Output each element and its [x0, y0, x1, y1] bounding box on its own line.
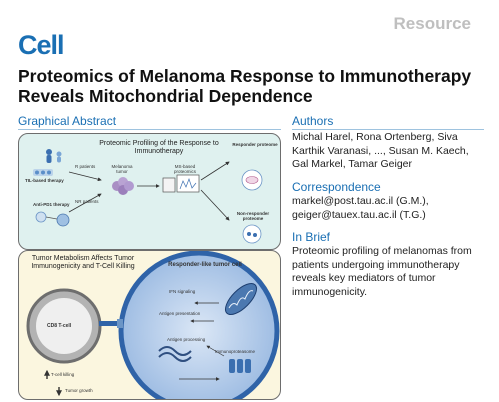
top-panel-title: Proteomic Profiling of the Response to I… [99, 140, 219, 155]
tumor-cell-icon [118, 251, 280, 399]
proteomic-profiling-panel: Proteomic Profiling of the Response to I… [18, 133, 281, 250]
patients-icon [46, 149, 62, 163]
anti-pd1-label: Anti-PD1 therapy [33, 202, 70, 207]
nr-patients-label: NR patients [75, 199, 99, 204]
responder-proteome-icon [241, 169, 263, 191]
antigen-presentation-label: Antigen presentation [159, 311, 201, 316]
cd8-t-cell-label: CD8 T-cell [47, 323, 72, 329]
til-therapy-label: TIL-based therapy [25, 178, 64, 183]
article-type-label: Resource [393, 14, 471, 33]
t-cell-killing-label: T-cell killing [51, 372, 75, 377]
responder-proteome-label: Responder proteome [232, 142, 278, 147]
mhc-icon [117, 319, 123, 328]
antigen-processing-label: Antigen processing [167, 337, 206, 342]
section-divider [18, 129, 281, 130]
section-divider [292, 129, 484, 130]
mitochondrion-icon [224, 282, 258, 316]
graphical-abstract-heading: Graphical Abstract [18, 114, 117, 128]
melanoma-tumor-label: Melanoma tumor [111, 164, 133, 174]
ifn-signaling-label: IFN signaling [169, 289, 196, 294]
melanoma-tumor-icon [112, 177, 134, 195]
in-brief-text: Proteomic profiling of melanomas from pa… [292, 245, 472, 298]
immunoproteasome-icon [229, 359, 251, 373]
correspondence-heading: Correspondence [292, 180, 381, 194]
article-title: Proteomics of Melanoma Response to Immun… [18, 66, 472, 106]
anti-pd1-cells-icon [35, 211, 70, 227]
ms-proteomics-label: MS-based proteomics [173, 164, 196, 174]
bottom-panel-title: Tumor Metabolism Affects Tumor Immunogen… [31, 255, 135, 270]
profiling-diagram [33, 149, 263, 244]
correspondence-emails: markel@post.tau.ac.il (G.M.), geiger@tau… [292, 195, 429, 221]
authors-list: Michal Harel, Rona Ortenberg, Siva Karth… [292, 131, 469, 170]
tumor-metabolism-diagram [26, 251, 280, 399]
in-brief-heading: In Brief [292, 230, 331, 244]
r-patients-label: R patients [75, 164, 96, 169]
non-responder-proteome-icon [242, 224, 262, 244]
non-responder-proteome-label: Non-responder proteome [236, 211, 270, 221]
er-icon [158, 346, 192, 356]
ms-instrument-icon [162, 174, 200, 193]
tumor-metabolism-panel: Tumor Metabolism Affects Tumor Immunogen… [18, 250, 281, 400]
tumor-cell-label: Responder-like tumor cell [168, 262, 242, 268]
tcr-receptor-icon [99, 321, 117, 326]
tumor-growth-label: Tumor growth [65, 388, 93, 393]
authors-heading: Authors [292, 114, 334, 128]
immunoproteasome-label: Immunoproteasome [215, 349, 256, 354]
journal-logo: Cell [18, 30, 65, 60]
